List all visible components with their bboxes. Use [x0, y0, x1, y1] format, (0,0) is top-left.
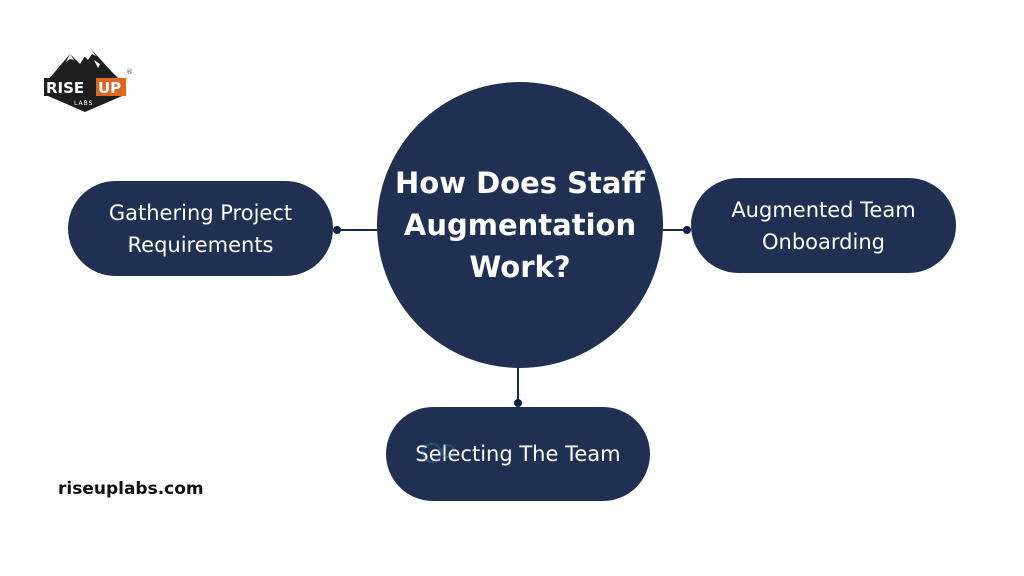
node-selecting-team: Selecting The Team: [386, 407, 650, 501]
node-team-onboarding: Augmented Team Onboarding: [691, 178, 956, 273]
logo-text-rise: RISE: [46, 79, 84, 97]
faint-watermark-icon: [422, 443, 455, 463]
connector-dot-left: [333, 226, 341, 234]
registered-mark: ®: [126, 68, 133, 76]
logo-text-labs: LABS: [74, 100, 93, 107]
logo-text-up: UP: [98, 79, 121, 97]
node-gathering-requirements: Gathering Project Requirements: [68, 181, 333, 276]
connector-dot-right: [683, 226, 691, 234]
node-label: Selecting The Team: [415, 442, 621, 466]
riseup-labs-logo: RISE UP LABS ®: [40, 42, 136, 114]
center-topic-title: How Does Staff Augmentation Work?: [395, 166, 645, 284]
connector-left: [337, 229, 379, 231]
center-topic-circle: How Does Staff Augmentation Work?: [377, 82, 663, 368]
mountain-logo-icon: RISE UP LABS ®: [44, 48, 133, 112]
website-url: riseuplabs.com: [58, 479, 204, 499]
node-label: Augmented Team Onboarding: [731, 197, 916, 254]
connector-right: [660, 229, 688, 231]
node-label: Gathering Project Requirements: [108, 200, 293, 257]
connector-dot-bottom: [514, 399, 522, 407]
connector-bottom: [517, 366, 519, 404]
